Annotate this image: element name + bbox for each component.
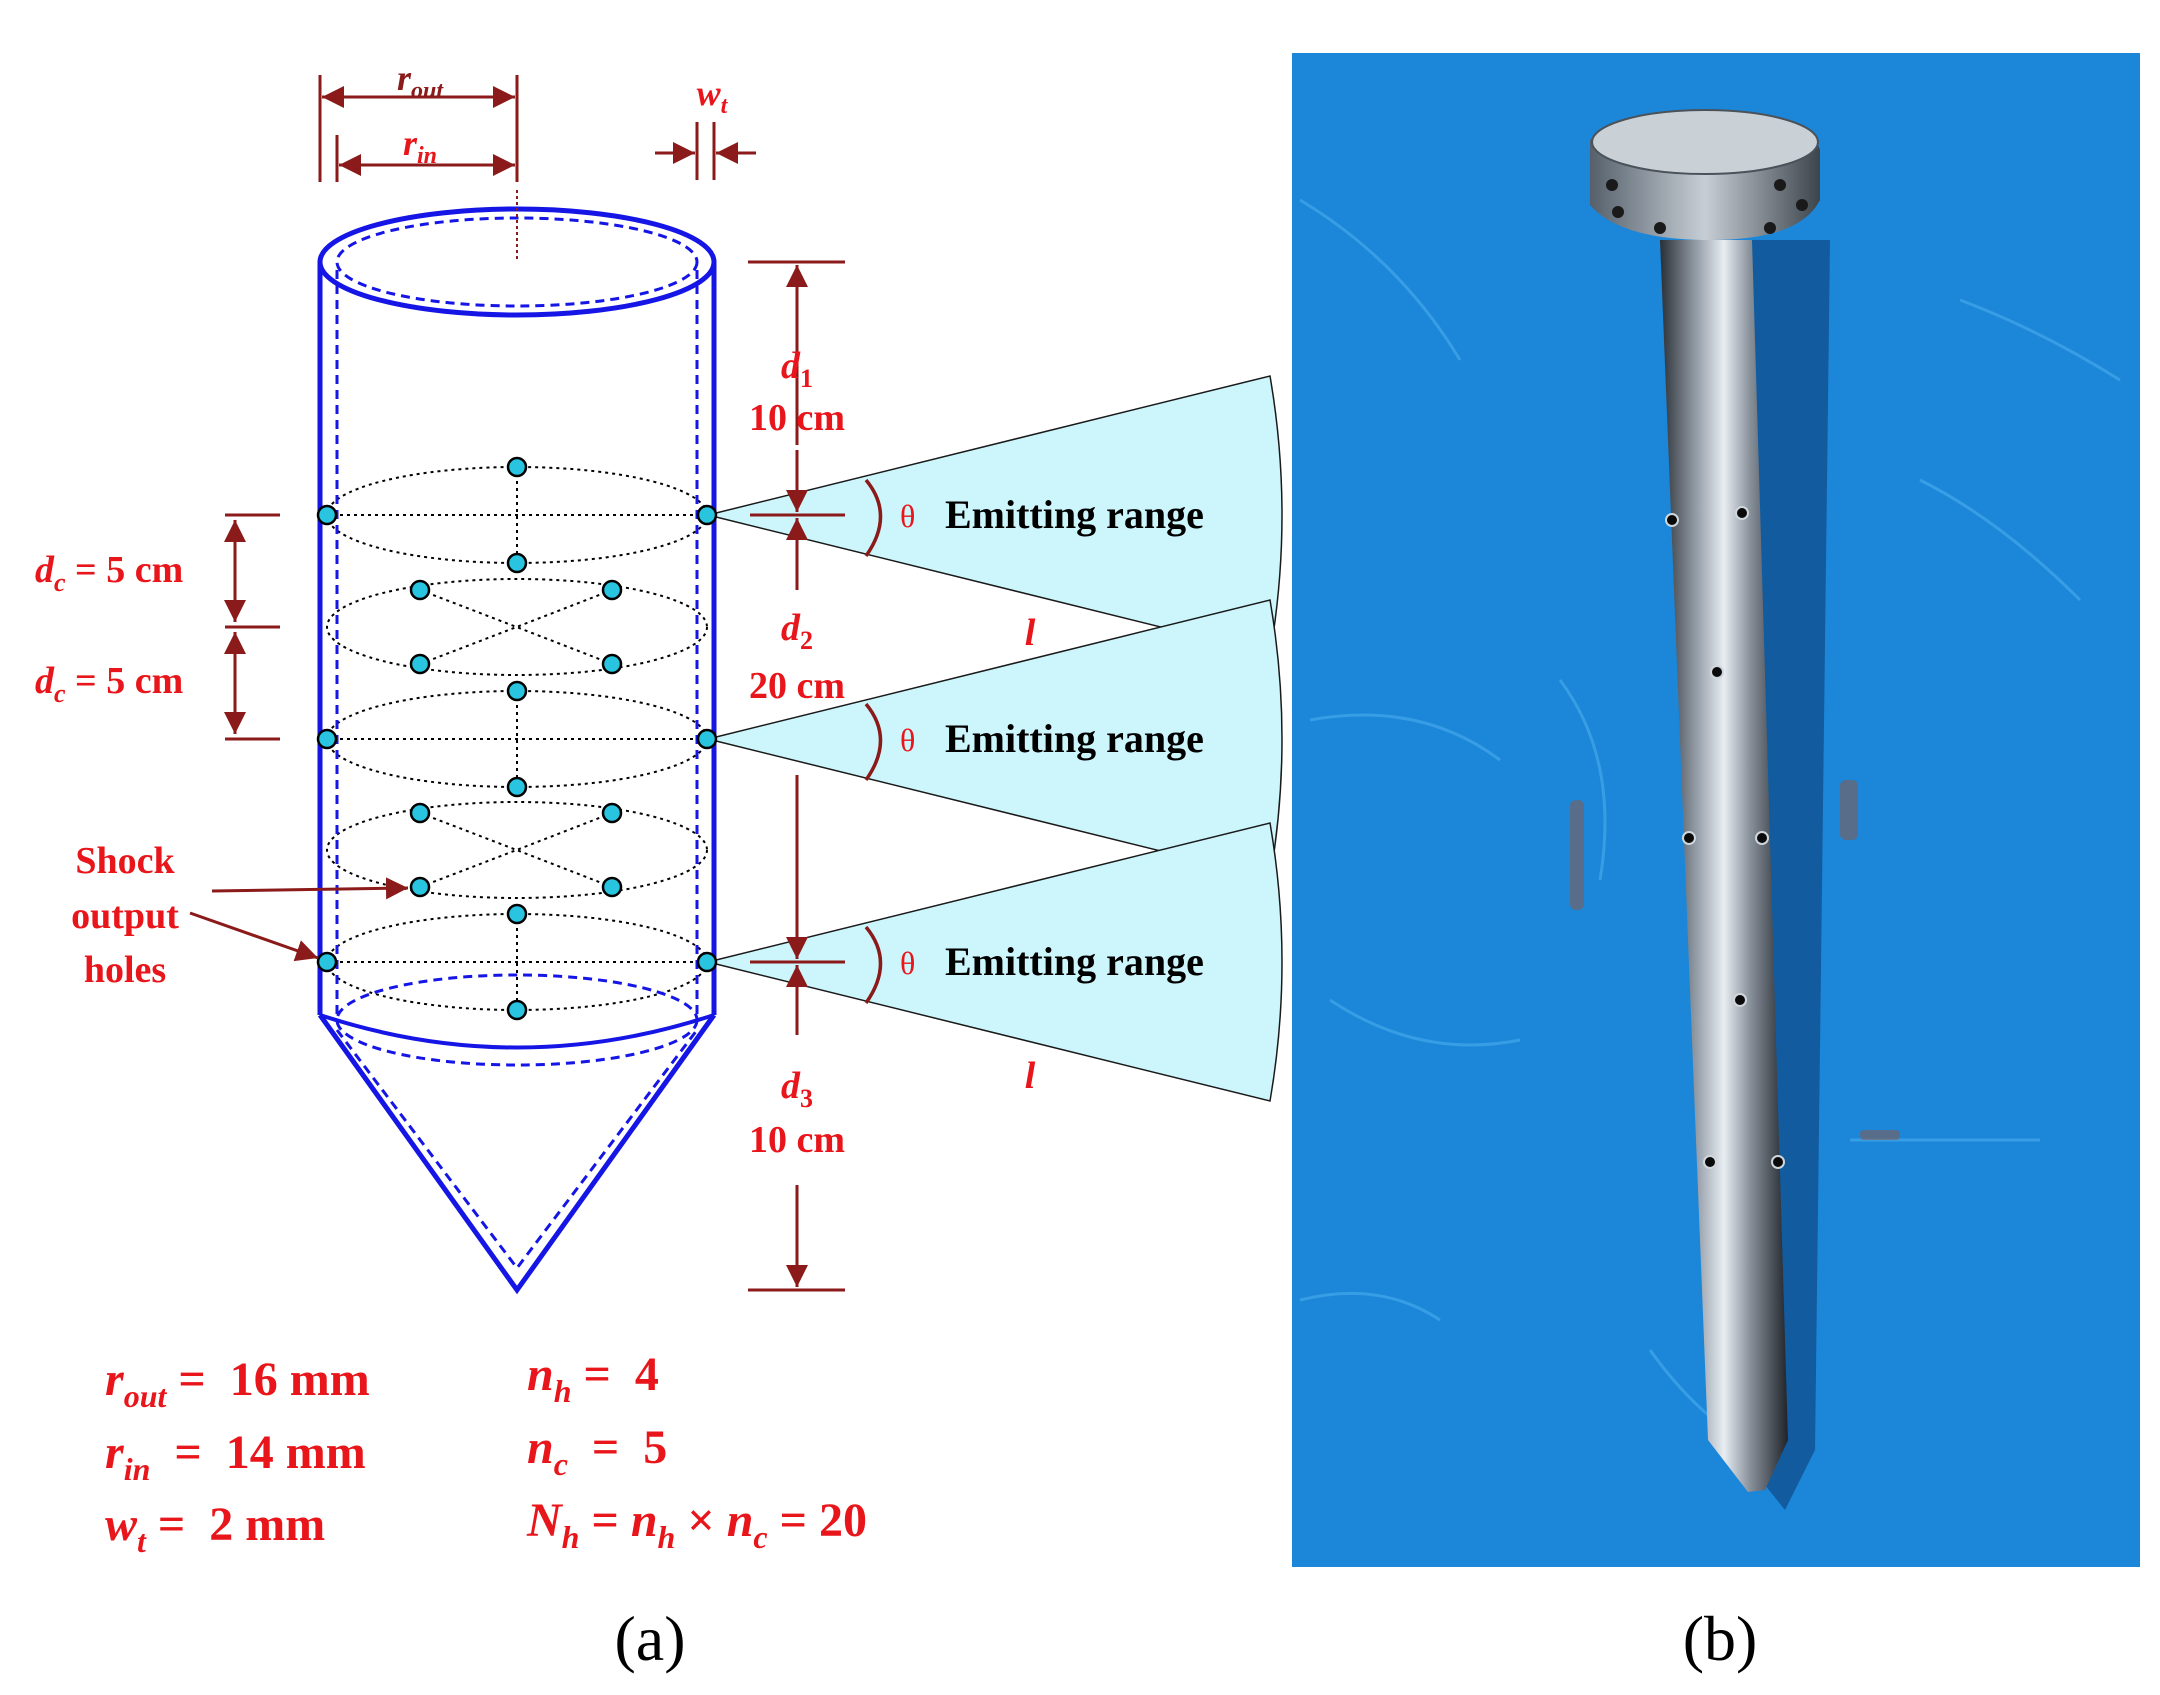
photo-scratches bbox=[1570, 780, 1900, 1140]
tube-base-front bbox=[319, 1013, 715, 1050]
hole-rings bbox=[326, 466, 708, 1011]
left-dimensions bbox=[224, 513, 280, 741]
theta-label-top: θ bbox=[900, 498, 915, 534]
emitting-range-label-bottom: Emitting range bbox=[945, 939, 1204, 984]
d3-value: 10 cm bbox=[749, 1119, 845, 1161]
panel-b-photo: (b) bbox=[1292, 53, 2140, 1674]
theta-arcs bbox=[864, 478, 883, 1005]
shock-holes-label-3: holes bbox=[84, 949, 166, 991]
theta-label-bottom: θ bbox=[900, 945, 915, 981]
param-r-out: rout = 16 mm bbox=[105, 1353, 370, 1414]
shock-holes-label-2: output bbox=[71, 895, 179, 937]
rod-cap bbox=[1590, 109, 1820, 240]
d3-label: d3 bbox=[781, 1065, 813, 1113]
param-N-h: Nh = nh × nc = 20 bbox=[526, 1494, 867, 1555]
rod-holes bbox=[1665, 506, 1785, 1169]
param-n-h: nh = 4 bbox=[527, 1348, 659, 1409]
r-out-dim-label: rout bbox=[397, 58, 444, 104]
d2-value: 20 cm bbox=[749, 665, 845, 707]
dc-label-1: dc = 5 cm bbox=[35, 549, 183, 597]
emitting-range-wedges bbox=[707, 375, 1283, 1102]
length-label-2: l bbox=[1025, 1055, 1036, 1097]
d2-label: d2 bbox=[781, 607, 813, 655]
emit-wedge-bottom bbox=[707, 822, 1283, 1102]
w-t-dim-label: wt bbox=[697, 73, 729, 119]
shock-label-arrows bbox=[189, 877, 409, 962]
d1-label: d1 bbox=[781, 345, 813, 393]
rod-shaft bbox=[1660, 240, 1788, 1492]
panel-a-diagram: rout rin wt d1 10 cm d2 20 cm d3 10 cm d… bbox=[35, 58, 1283, 1674]
param-r-in: rin = 14 mm bbox=[105, 1426, 366, 1487]
r-in-dim-label: rin bbox=[403, 123, 437, 169]
param-w-t: wt = 2 mm bbox=[105, 1498, 325, 1559]
dc-label-2: dc = 5 cm bbox=[35, 660, 183, 708]
theta-label-middle: θ bbox=[900, 722, 915, 758]
caption-b: (b) bbox=[1683, 1603, 1758, 1674]
emitting-range-label-top: Emitting range bbox=[945, 492, 1204, 537]
parameter-list: rout = 16 mm rin = 14 mm wt = 2 mm nh = … bbox=[105, 1348, 867, 1559]
d1-value: 10 cm bbox=[749, 397, 845, 439]
length-label-1: l bbox=[1025, 612, 1036, 654]
shock-output-holes bbox=[316, 456, 718, 1021]
shock-holes-label-1: Shock bbox=[75, 840, 175, 882]
emitting-range-label-middle: Emitting range bbox=[945, 716, 1204, 761]
top-dimensions bbox=[318, 75, 756, 182]
right-dimensions bbox=[748, 260, 845, 1292]
param-n-c: nc = 5 bbox=[527, 1421, 667, 1482]
caption-a: (a) bbox=[614, 1603, 685, 1674]
